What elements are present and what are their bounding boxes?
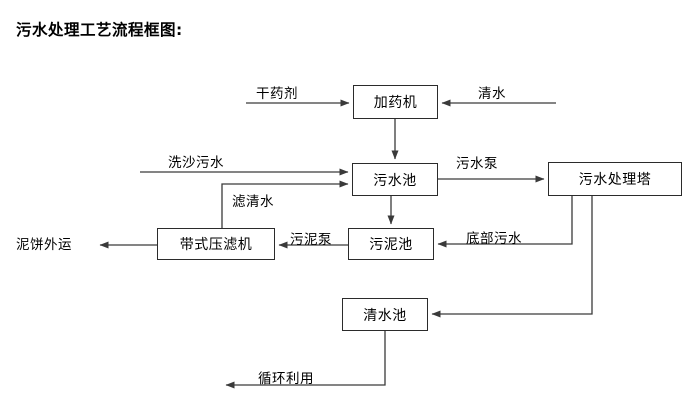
edge-label-mud-cake-out: 泥饼外运 bbox=[16, 237, 72, 253]
node-treatment-tower[interactable]: 污水处理塔 bbox=[548, 162, 682, 196]
node-label-clear-water-pool: 清水池 bbox=[363, 307, 407, 324]
node-label-sewage-pool: 污水池 bbox=[373, 172, 417, 189]
edge-label-dry-chemical-in: 干药剂 bbox=[256, 86, 298, 102]
edge-label-sewage-pump: 污水泵 bbox=[456, 156, 498, 172]
node-sludge-pool[interactable]: 污泥池 bbox=[348, 228, 434, 260]
edge-bottom-sewage bbox=[437, 196, 573, 248]
node-belt-filter-press[interactable]: 带式压滤机 bbox=[157, 228, 275, 260]
edge-label-sand-wash-in: 洗沙污水 bbox=[168, 155, 224, 171]
edge-label-bottom-sewage: 底部污水 bbox=[466, 231, 522, 247]
edge-label-filtrate-return: 滤清水 bbox=[232, 194, 274, 210]
edge-recycle-out bbox=[225, 331, 386, 389]
node-label-treatment-tower: 污水处理塔 bbox=[578, 172, 652, 188]
page-title: 污水处理工艺流程框图: bbox=[16, 21, 183, 39]
edge-label-sludge-pump: 污泥泵 bbox=[290, 232, 332, 248]
node-dosing-machine[interactable]: 加药机 bbox=[353, 85, 438, 119]
node-clear-water-pool[interactable]: 清水池 bbox=[342, 298, 428, 331]
node-sewage-pool[interactable]: 污水池 bbox=[352, 163, 438, 196]
edge-label-clean-water-in: 清水 bbox=[478, 86, 506, 102]
node-label-belt-filter-press: 带式压滤机 bbox=[179, 237, 253, 253]
edge-label-recycle-out: 循环利用 bbox=[258, 371, 314, 387]
edge-tower-to-clear bbox=[431, 196, 593, 318]
node-label-dosing-machine: 加药机 bbox=[373, 95, 418, 111]
node-label-sludge-pool: 污泥池 bbox=[369, 237, 413, 253]
edge-filtrate-return bbox=[221, 180, 349, 228]
